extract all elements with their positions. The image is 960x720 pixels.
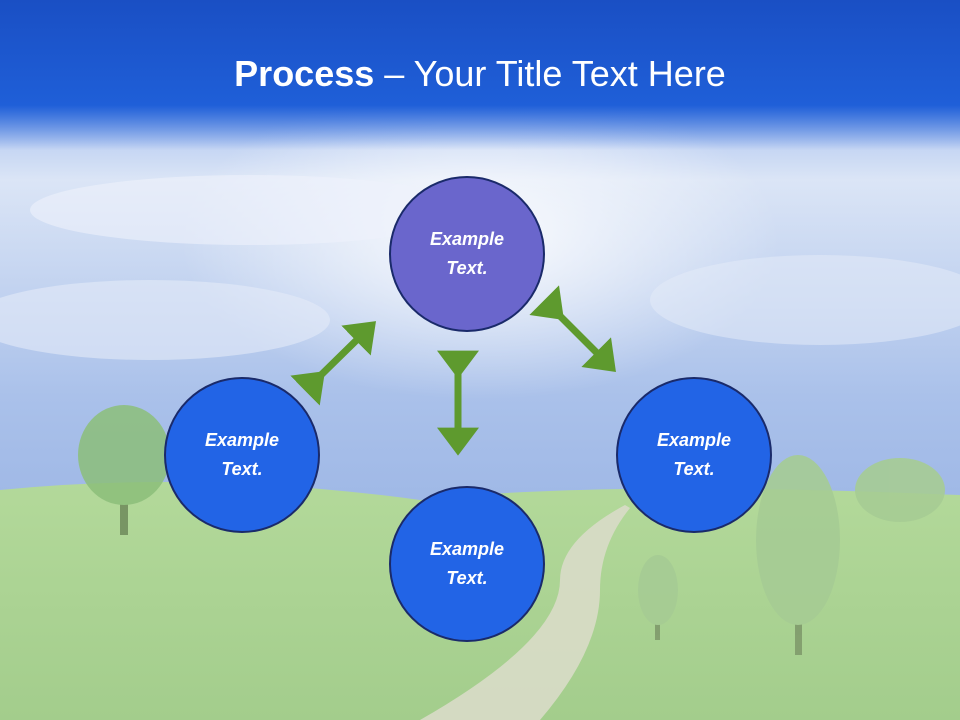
node-right-line1: Example [656, 430, 732, 450]
node-top-line1: Example [429, 229, 505, 249]
node-right-line2: Text. [673, 459, 715, 479]
node-left-line2: Text. [221, 459, 263, 479]
node-left-line1: Example [204, 430, 280, 450]
title-bold: Process [234, 53, 375, 94]
node-bottom-line2: Text. [446, 568, 488, 588]
title-bar [0, 0, 960, 150]
tree-left [78, 405, 170, 535]
title-rest: – Your Title Text Here [374, 53, 726, 94]
page-title: Process – Your Title Text Here [0, 52, 960, 96]
node-bottom-line1: Example [429, 539, 505, 559]
tree-right [638, 455, 945, 655]
node-top-line2: Text. [446, 258, 488, 278]
